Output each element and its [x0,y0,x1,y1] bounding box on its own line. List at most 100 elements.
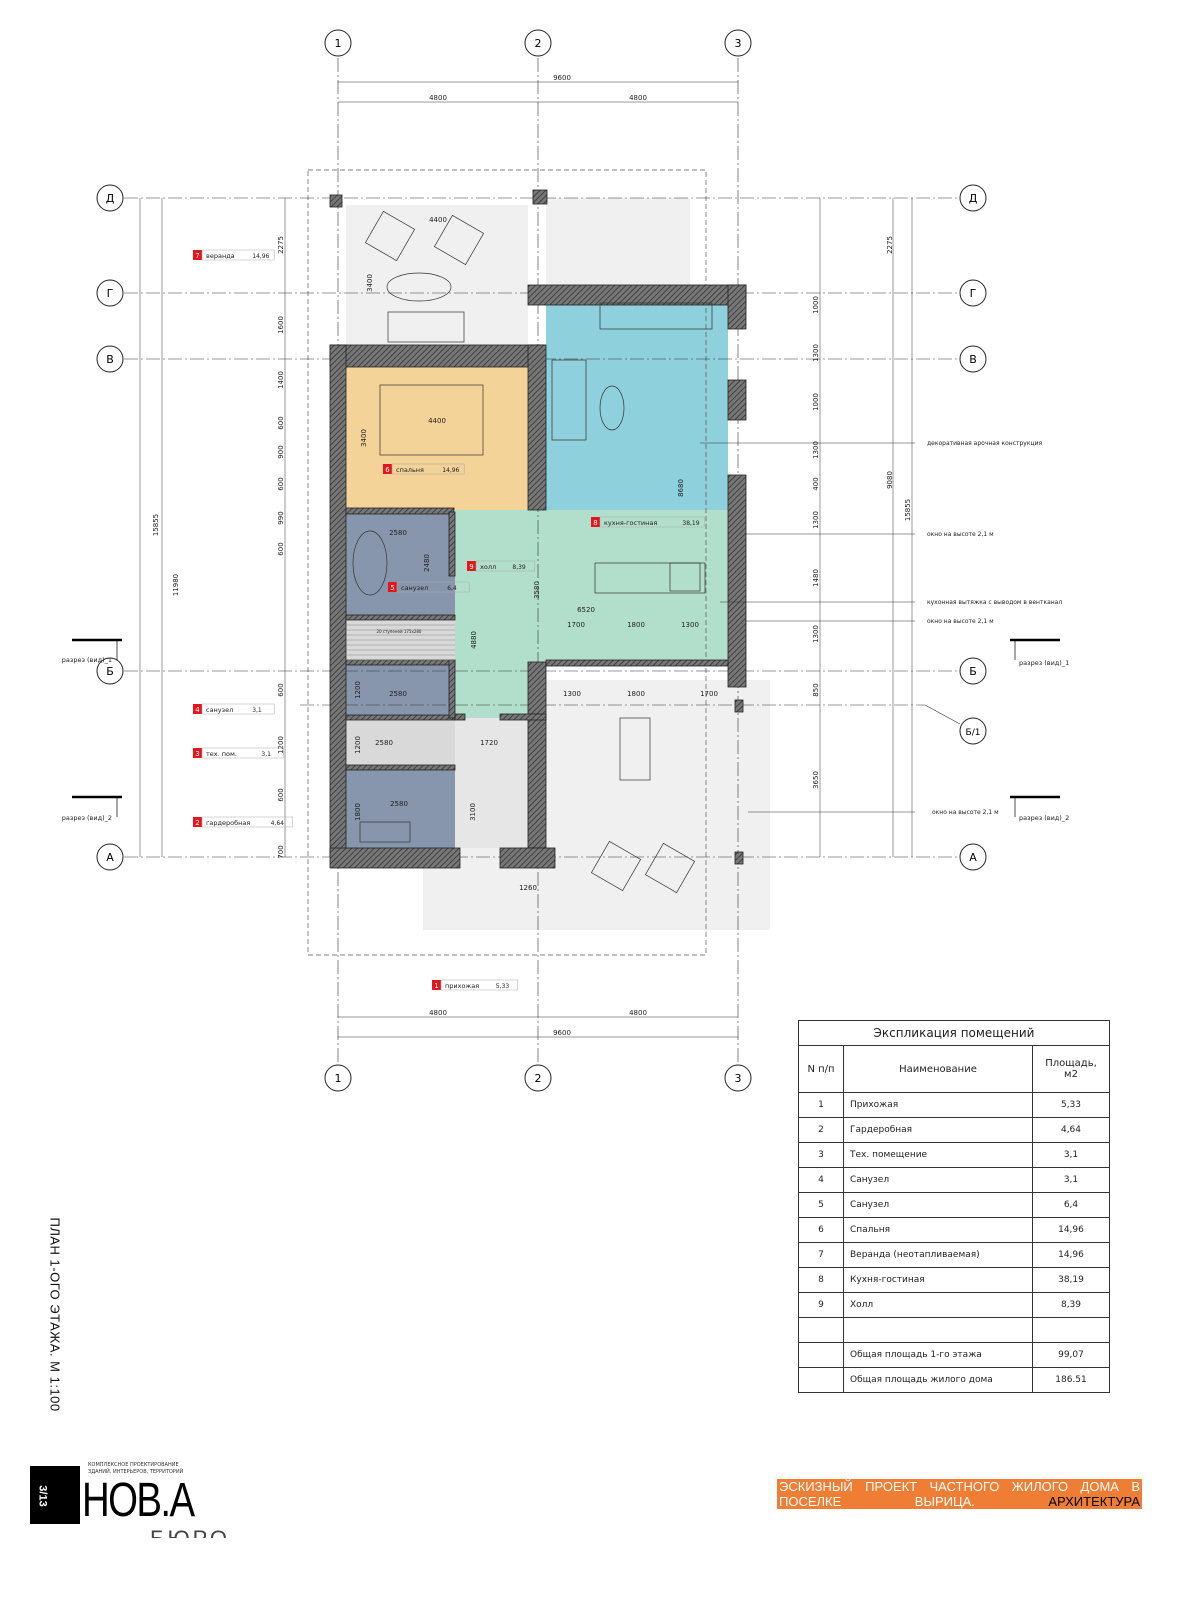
dimension-label: 850 [812,683,820,696]
dimension-label: 600 [277,683,285,696]
dimension-label: 3400 [360,429,368,447]
axis-label: 3 [735,37,742,50]
dimension-label: 2580 [389,529,407,537]
cell-number: 2 [798,1117,844,1143]
label-frame [201,747,284,759]
cell-area [1032,1317,1110,1343]
dimension-label: 4800 [429,1009,447,1017]
label-frame [201,249,275,261]
cell-number: 9 [798,1292,844,1318]
dimension-label: 1000 [812,296,820,314]
dimension-label: 2580 [390,800,408,808]
dimension-label: 8680 [677,479,685,497]
axis-label: В [106,353,114,366]
bathtub-icon [359,821,411,843]
room-fill [546,198,690,288]
axis-label: Б [106,665,114,678]
cell-number: 3 [798,1142,844,1168]
dimension-label: 700 [277,845,285,858]
room-number: 5 [390,584,394,592]
dimension-label: 20 ступеней 175х280 [377,629,422,634]
project-title-main: ЭСКИЗНЫЙ ПРОЕКТ ЧАСТНОГО ЖИЛОГО ДОМА В П… [779,1479,1140,1509]
dining-table-icon [619,717,651,781]
wall [734,851,744,865]
cell-area: 4,64 [1032,1117,1110,1143]
wall [727,379,747,421]
cell-area: 3,1 [1032,1142,1110,1168]
wall [345,659,456,666]
dimension-label: 1300 [563,690,581,698]
axis-label: 1 [335,37,342,50]
cell-number: 4 [798,1167,844,1193]
axis-label: Д [106,192,115,205]
dimension-label: 1800 [627,690,645,698]
room-name: санузел [401,584,428,592]
table-icon [386,272,452,302]
cell-name: Холл [843,1292,1033,1318]
room-area: 3,1 [252,707,262,714]
axis-bubble [959,184,987,212]
dining-table-icon [594,562,706,594]
dimension-label: 4800 [429,94,447,102]
cell-name [843,1317,1033,1343]
lounge-chair-icon [644,842,696,894]
cell-number: 7 [798,1242,844,1268]
drawing-title: ПЛАН 1-ОГО ЭТАЖА. М 1:100 [47,1217,63,1412]
dimension-label: 15855 [904,499,912,521]
annotation-text: декоративная арочная конструкция [927,440,1042,447]
wall [329,344,546,368]
room-number: 1 [434,982,438,990]
annotation-text: кухонная вытяжка с выводом в вентканал [927,599,1062,606]
sofa-icon [599,302,713,330]
dimension-label: 990 [277,511,285,524]
cell-area: 8,39 [1032,1292,1110,1318]
dimension-label: 3580 [533,581,541,599]
coffee-table-icon [599,385,625,431]
dimension-label: 1300 [812,511,820,529]
axis-label: А [106,851,114,864]
dimension-label: 1200 [354,681,362,699]
dimension-label: 9600 [553,1029,571,1037]
cell-name: Спальня [843,1217,1033,1243]
axis-bubble [96,657,124,685]
dimension-label: 2275 [277,236,285,254]
axis-bubble [96,184,124,212]
axis-label: Б/1 [966,728,981,738]
room-number: 7 [195,252,199,260]
room-fill [346,620,455,662]
wall [345,764,456,771]
wall [527,284,747,306]
room-fills [307,169,770,956]
room-number: 6 [385,466,390,474]
sofa-icon [387,311,465,343]
room-name: веранда [206,252,235,260]
section-label: разрез (вид)_1 [1019,659,1069,667]
label-frame [391,463,465,475]
section-label: разрез (вид)_2 [1019,814,1069,822]
label-marker [193,817,202,827]
dimension-label: 3400 [366,274,374,292]
cell-number [798,1367,844,1393]
label-frame [475,560,535,572]
dimension-label: 3650 [812,771,820,789]
cell-name: Общая площадь 1-го этажа [843,1342,1033,1368]
axis-bubble [96,279,124,307]
label-frame [201,816,293,828]
axis-bubble [959,843,987,871]
logo-subtitle: КОМПЛЕКСНОЕ ПРОЕКТИРОВАНИЕ ЗДАНИЙ, ИНТЕР… [88,1462,184,1475]
room-number: 2 [195,819,199,827]
logo-brand: НОВ.А [82,1474,195,1527]
lounge-chair-icon [433,214,485,266]
dimension-label: 1300 [681,621,699,629]
room-number: 8 [593,519,597,527]
cell-name: Санузел [843,1192,1033,1218]
axis-label: Б [969,665,977,678]
cell-area: 3,1 [1032,1167,1110,1193]
